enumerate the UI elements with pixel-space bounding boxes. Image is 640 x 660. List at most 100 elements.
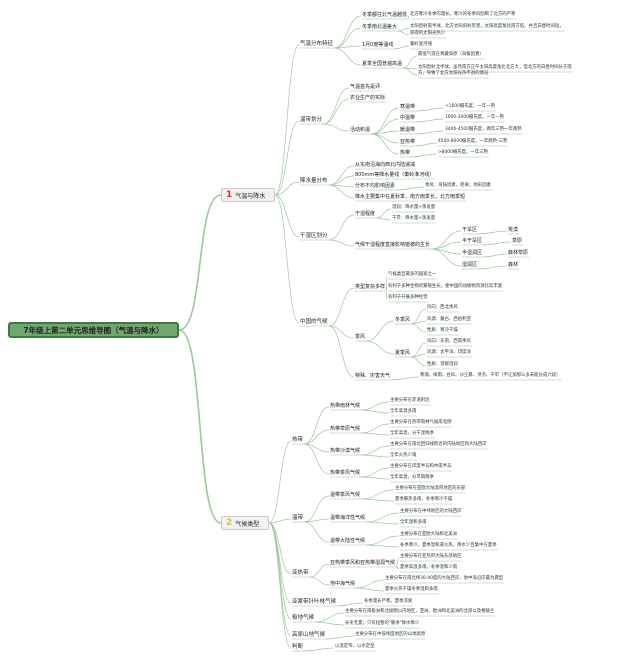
node-b5[interactable]: 极地气候 [292,615,315,621]
node-b2b2[interactable]: 全年温和多雨 [400,520,427,525]
node-b3[interactable]: 亚热带 [292,570,309,576]
node-a5b1c[interactable]: 性质：寒冷干燥 [427,328,458,333]
node-b6a[interactable]: 主要分布在中低纬度地区的山地高原 [355,632,426,637]
node-b2c[interactable]: 温带大陆性气候 [330,538,366,544]
node-a4b3[interactable]: 半湿润区 [462,250,483,256]
node-a5a2[interactable]: 有利于多种生物的繁殖生长，使中国的动植物资源比较丰富 [388,284,503,289]
node-a1b1[interactable]: 太阳直射南半球，北方太阳斜射厉害，太阳高度角比南方低，并且白昼时间短， [410,24,564,29]
node-a3d[interactable]: 降水主要集中在夏秋季，南方雨季长，北方雨季短 [355,194,466,200]
node-a2c1v[interactable]: <1600摄氏度，一年一熟 [445,104,495,109]
node-a1b2[interactable]: 获得的太阳光热少 [410,31,446,36]
node-b1c[interactable]: 热带沙漠气候 [330,448,361,454]
node-a2c4[interactable]: 亚热带 [400,139,416,145]
node-b5a[interactable]: 主要分布在南极洲和北极圈以内地区，亚洲、欧洲和北美洲的北部以及格陵兰 [345,609,495,614]
node-a2b[interactable]: 农业生产的实际 [350,95,386,101]
node-a1[interactable]: 气温分布特征 [300,41,334,47]
node-a1d1[interactable]: 最低气温在青藏高原（海拔因素） [418,52,484,57]
node-a4b4[interactable]: 湿润区 [462,262,478,268]
node-a2c5v[interactable]: >8000摄氏度，一年三熟 [438,150,488,155]
node-a2[interactable]: 温带划分 [300,117,323,123]
root-node[interactable]: 7年级上第二单元思维导图（气温与降水） [8,322,179,338]
node-a5b1b[interactable]: 风源：蒙古、西伯利亚 [427,317,471,322]
node-b1d[interactable]: 热带季风气候 [330,470,361,476]
node-a5a3[interactable]: 有利于开展多种经营 [388,295,428,300]
node-b6[interactable]: 高原山地气候 [292,632,326,638]
node-b1a[interactable]: 热带雨林气候 [330,403,361,409]
node-a4[interactable]: 干湿区划分 [300,233,328,239]
node-a1d[interactable]: 夏季全国普遍高温 [362,61,403,67]
node-b2b[interactable]: 温带海洋性气候 [330,515,366,521]
node-b3b1[interactable]: 主要分布在南北纬30-40度的大陆西岸，地中海沿岸最为典型 [385,576,504,581]
node-a5c1[interactable]: 寒潮、梅雨、台风、沙尘暴、洪涝、干旱（不让加那么多未能分成六段） [420,373,561,378]
node-a2c5[interactable]: 热带 [400,150,411,156]
node-a3c[interactable]: 分布不均影响因素 [355,183,396,189]
node-b4[interactable]: 亚寒带针叶林气候 [292,599,337,605]
node-a2c2[interactable]: 中温带 [400,115,416,121]
node-a1c[interactable]: 1月0度等温线 [362,42,394,48]
node-a5b2[interactable]: 夏季风 [395,350,411,356]
node-a5b2c[interactable]: 性质：温暖湿润 [427,362,458,367]
node-a5b1a[interactable]: 风向：西北季风 [427,305,458,310]
node-a1b[interactable]: 冬季南北温差大 [362,24,398,30]
node-a2c3v[interactable]: 3400-4500摄氏度，两年三熟一年两熟 [445,127,522,132]
node-b1d2[interactable]: 全年高温，分旱雨两季 [390,475,434,480]
node-a1d2[interactable]: 太阳直射北半球，虽然南方正午太阳高度角比北方大，但北方的白昼时间长于南 [418,65,572,70]
node-b2a1[interactable]: 主要分布在亚欧大陆温带地区的东部 [395,486,466,491]
node-a1c1[interactable]: 秦岭淮河线 [410,42,432,47]
node-a5c[interactable]: 特殊、灾害天气 [355,373,391,379]
node-b1c2[interactable]: 全年炎热少雨 [390,453,417,458]
branch-climate-types[interactable]: 2 气候类型 [221,516,269,530]
node-a5b1[interactable]: 冬季风 [395,317,411,323]
node-a3c1[interactable]: 季风：海陆因素，距离；地形因素 [425,183,491,188]
node-a5b2a[interactable]: 风向：东南、西南季风 [427,339,471,344]
node-a2c3[interactable]: 暖温带 [400,127,416,133]
node-b1a1[interactable]: 主要分布在赤道附近 [390,398,430,403]
node-a3a[interactable]: 从东南沿海向西北内陆递减 [355,162,416,168]
node-b4a[interactable]: 冬季漫长严寒，夏季凉爽 [364,599,413,604]
node-a1a[interactable]: 冬季都往北气温越低 [362,12,408,18]
node-a5b[interactable]: 季风 [355,334,366,340]
node-a1a1[interactable]: 北方寒冷冬季的漫长，寒冷的冬季风刮断了北方的严寒 [410,12,516,17]
node-a4b3v[interactable]: 森林草原 [508,250,529,256]
node-b1b2[interactable]: 全年高温，分干湿两季 [390,431,434,436]
node-a4b1v[interactable]: 荒漠 [508,227,519,233]
node-a4b1[interactable]: 干旱区 [462,227,478,233]
node-a4b2v[interactable]: 草原 [512,238,523,244]
node-b3a[interactable]: 亚热带季风和亚热带湿润气候 [330,560,396,566]
branch-temperature-precipitation[interactable]: 1 气温与降水 [221,188,275,202]
node-b7a[interactable]: 以温定带，以水定型 [335,644,375,649]
node-b1b1[interactable]: 主要分布在热带雨林气候南北侧 [390,420,452,425]
node-b2a2[interactable]: 夏季暖热多雨，冬季寒冷干燥 [395,497,453,502]
node-a2a[interactable]: 气温首先是评 [350,84,381,90]
node-b1c1[interactable]: 主要分布在南北回归线附近的内陆地区和大陆西岸 [390,442,487,447]
node-a3[interactable]: 降水量分布 [300,178,328,184]
node-b2c2[interactable]: 冬季寒冷，夏季温和或炎热，降水少且集中在夏季 [400,543,497,548]
node-b1d1[interactable]: 主要分布在印度半岛和中南半岛 [390,464,452,469]
node-a4b4v[interactable]: 森林 [508,262,519,268]
node-b3b[interactable]: 地中海气候 [330,581,356,587]
node-a2c4v[interactable]: 4500-8000摄氏度，一年两熟-三熟 [438,139,508,144]
node-a2c[interactable]: 活动积温 [350,127,371,133]
node-b2b1[interactable]: 主要分布在中纬地区的大陆西岸 [400,509,462,514]
node-a5b2b[interactable]: 风源：太平洋、印度洋 [427,350,471,355]
node-a4b2[interactable]: 半干旱区 [462,238,483,244]
node-b2a[interactable]: 温带季风气候 [330,492,361,498]
node-a5a[interactable]: 类型复杂多样 [355,284,386,290]
node-a2c2v[interactable]: 1600-3400摄氏度，一年一熟 [445,115,505,120]
node-b2[interactable]: 温带 [292,515,304,521]
node-b1[interactable]: 热带 [292,437,304,443]
node-b1b[interactable]: 热带草原气候 [330,426,361,432]
node-b3b2[interactable]: 夏季炎热干燥冬季温和多雨 [385,587,438,592]
node-a4a[interactable]: 干湿程度 [355,211,376,217]
node-b7[interactable]: 判断 [292,644,304,650]
node-a4b[interactable]: 气候干湿程度直接影响植被的生长 [355,242,431,248]
node-b3a1[interactable]: 主要分布在亚热带大陆东部地区 [400,554,462,559]
node-a5a1[interactable]: 气候类型最多的国家之一 [388,272,437,277]
node-a2c1[interactable]: 寒温带 [400,104,416,110]
node-a5[interactable]: 中国的气候 [300,319,328,325]
node-b3a2[interactable]: 夏季高温多雨，冬季温和少雨 [400,565,458,570]
node-a4a1[interactable]: 湿润：降水量>蒸发量 [392,205,436,210]
node-b1a2[interactable]: 全年高温多雨 [390,409,417,414]
node-b5b[interactable]: 长冬无夏，只有短暂的"暖季"降水稀少 [345,621,420,626]
node-b2c1[interactable]: 主要分布在亚欧大陆和北美洲 [400,532,458,537]
